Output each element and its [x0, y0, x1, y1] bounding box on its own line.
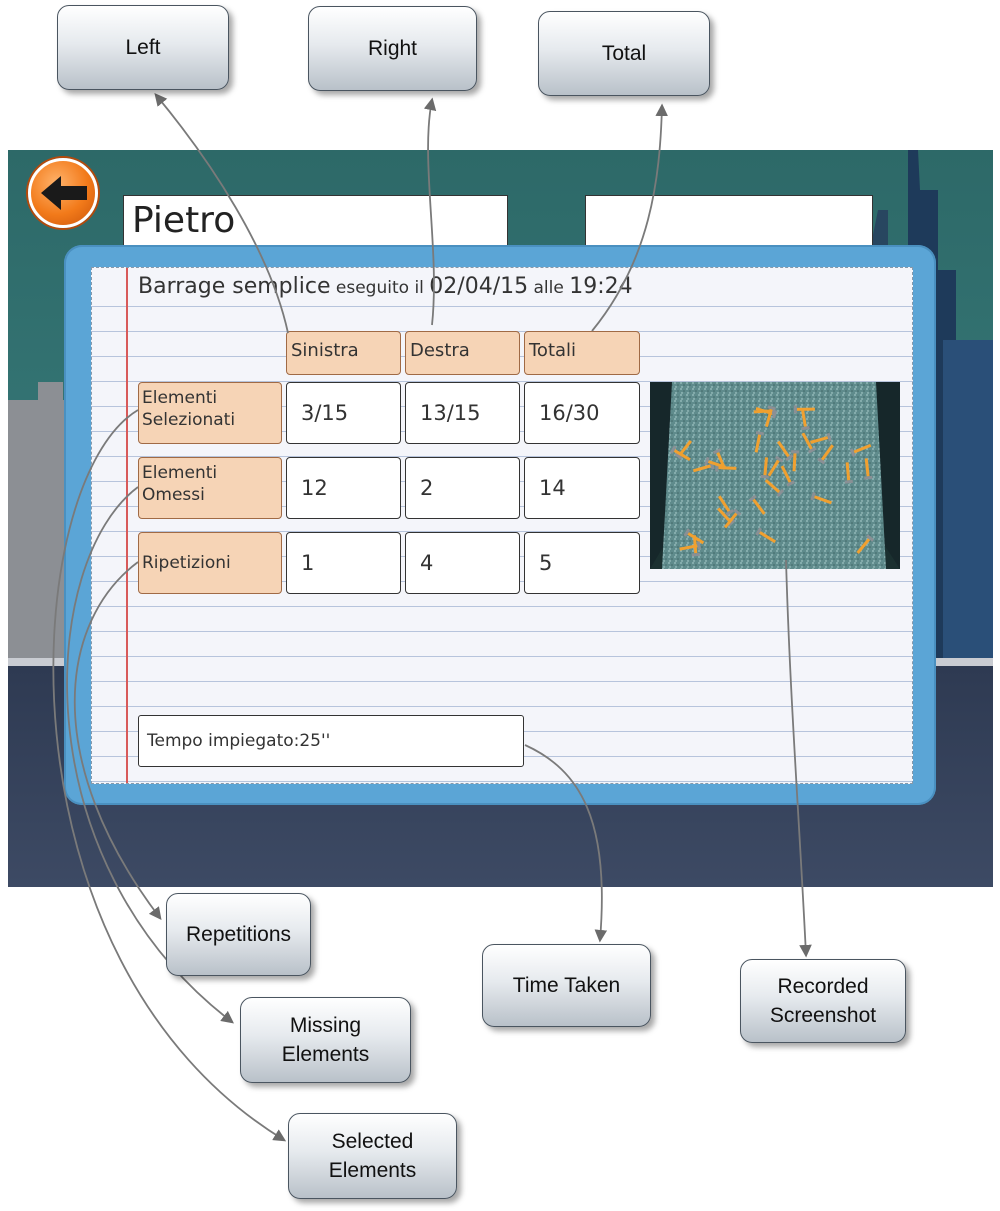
hammer-icon: [717, 495, 735, 516]
test-time: 19:24: [569, 274, 633, 299]
hammer-icon: [817, 444, 834, 465]
row-header-repetitions: Ripetizioni: [138, 532, 282, 594]
row-header-selected: Elementi Selezionati: [138, 382, 282, 444]
callout-time-taken: Time Taken: [482, 944, 651, 1027]
hammer-icon: [849, 443, 872, 457]
hammer-icon: [801, 432, 817, 454]
column-header-total: Totali: [524, 331, 640, 375]
second-input-field[interactable]: [585, 195, 873, 247]
performed-label: eseguito il: [330, 278, 430, 298]
back-button[interactable]: [28, 158, 98, 228]
hammer-icon: [712, 448, 727, 470]
callout-total: Total: [538, 11, 710, 96]
hammer-icon: [674, 440, 693, 460]
hammer-icon: [669, 445, 691, 461]
time-taken-box: Tempo impiegato:25'': [138, 715, 524, 767]
row-header-omitted: Elementi Omessi: [138, 457, 282, 519]
callout-right: Right: [308, 6, 477, 91]
hammer-icon: [780, 465, 795, 487]
hammer-icon: [767, 455, 784, 477]
omitted-total-value: 14: [524, 457, 640, 519]
selected-total-value: 16/30: [524, 382, 640, 444]
repetitions-left-value: 1: [286, 532, 401, 594]
repetitions-total-value: 5: [524, 532, 640, 594]
notebook-paper: Barrage semplice eseguito il 02/04/15 al…: [91, 267, 913, 784]
hammer-icon: [679, 541, 702, 551]
test-name: Barrage semplice: [138, 274, 331, 299]
patient-name-field[interactable]: Pietro: [123, 195, 508, 247]
callout-missing-elements: Missing Elements: [240, 997, 411, 1083]
hammer-icon: [754, 430, 765, 453]
column-header-left: Sinistra: [286, 331, 401, 375]
hammer-icon: [777, 440, 794, 462]
hammers-task-thumbnail: [650, 382, 900, 569]
arrow-left-icon: [41, 176, 87, 210]
hammer-icon: [755, 527, 776, 544]
column-header-right: Destra: [405, 331, 520, 375]
omitted-left-value: 12: [286, 457, 401, 519]
paper-margin-line: [126, 268, 128, 783]
hammer-icon: [856, 534, 875, 554]
callout-left: Left: [57, 5, 229, 90]
hammer-icon: [760, 457, 769, 479]
hammer-icon: [810, 432, 832, 444]
hammer-icon: [864, 458, 873, 480]
hammer-icon: [810, 491, 832, 505]
selected-left-value: 3/15: [286, 382, 401, 444]
hammer-icon: [764, 405, 776, 428]
callout-recorded-screenshot: Recorded Screenshot: [740, 959, 906, 1043]
hammer-icon: [800, 408, 810, 431]
hammer-icon: [844, 462, 853, 484]
results-card: Barrage semplice eseguito il 02/04/15 al…: [64, 245, 936, 805]
repetitions-right-value: 4: [405, 532, 520, 594]
hammer-icon: [791, 450, 800, 472]
hammer-icon: [723, 508, 742, 529]
callout-selected-elements: Selected Elements: [288, 1113, 457, 1199]
app-screenshot: Pietro Barrage semplice eseguito il 02/0…: [8, 150, 993, 887]
hammer-icon: [704, 456, 726, 469]
hammer-icon: [691, 535, 700, 557]
test-date: 02/04/15: [429, 274, 529, 299]
recorded-screenshot[interactable]: [650, 382, 900, 569]
hammer-icon: [748, 494, 766, 515]
hammer-icon: [764, 478, 785, 498]
selected-right-value: 13/15: [405, 382, 520, 444]
test-title: Barrage semplice eseguito il 02/04/15 al…: [138, 274, 633, 299]
hammer-icon: [717, 507, 736, 527]
callout-repetitions: Repetitions: [166, 893, 311, 976]
omitted-right-value: 2: [405, 457, 520, 519]
at-label: alle: [528, 278, 570, 298]
